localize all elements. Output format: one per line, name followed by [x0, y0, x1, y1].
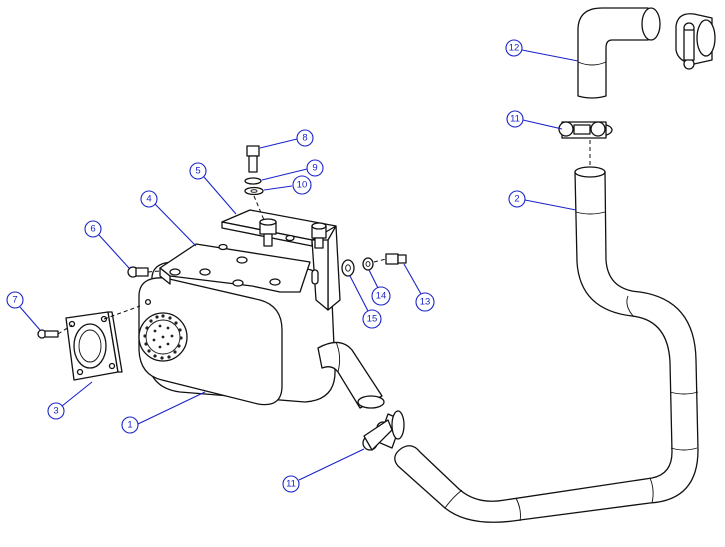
svg-text:4: 4: [146, 194, 151, 205]
svg-text:9: 9: [312, 163, 317, 174]
svg-text:6: 6: [90, 224, 95, 235]
part-flange-screw: [37, 329, 59, 339]
callout-3: 3: [47, 381, 93, 420]
part-bracket-plate: [159, 243, 311, 293]
part-washer: [341, 259, 355, 277]
callout-11-top: 11: [506, 110, 563, 130]
callout-8: 8: [259, 129, 314, 149]
callout-9: 9: [261, 159, 324, 181]
svg-text:13: 13: [420, 297, 431, 308]
bolt-stud-right: [311, 222, 327, 249]
part-tail-pipe: [394, 166, 699, 523]
svg-text:15: 15: [367, 314, 378, 325]
svg-text:7: 7: [12, 295, 17, 306]
alignment-line: [57, 324, 73, 335]
part-upper-bracket: [221, 209, 341, 311]
alignment-line: [103, 305, 141, 320]
part-bolt: [246, 145, 260, 173]
svg-text:3: 3: [53, 406, 58, 417]
alignment-line: [373, 258, 387, 263]
callout-12: 12: [505, 39, 579, 62]
callout-7: 7: [6, 291, 41, 331]
callout-6: 6: [84, 220, 130, 269]
callout-13: 13: [403, 263, 435, 312]
part-outlet-elbow: [317, 341, 385, 409]
callout-4: 4: [140, 190, 197, 247]
svg-text:14: 14: [376, 291, 387, 302]
part-flange: [65, 311, 123, 381]
callout-14: 14: [368, 269, 391, 306]
svg-text:8: 8: [302, 133, 307, 144]
callout-11-bottom: 11: [282, 448, 365, 493]
alignment-line: [147, 270, 161, 273]
part-screw: [127, 266, 149, 278]
part-clamp-detached: [675, 13, 716, 70]
callout-5: 5: [189, 162, 237, 215]
svg-text:2: 2: [514, 194, 519, 205]
callouts: 1 2 3 4 5 6 7: [6, 39, 579, 493]
callout-1: 1: [121, 391, 206, 434]
vent-grille: [143, 314, 183, 360]
part-muffler: [138, 261, 336, 406]
part-clamp-top: [558, 121, 613, 139]
callout-2: 2: [508, 190, 577, 211]
part-clamp-lower: [362, 410, 405, 451]
svg-text:10: 10: [297, 180, 308, 191]
callout-10: 10: [263, 175, 312, 195]
svg-text:11: 11: [286, 479, 296, 490]
part-elbow-pipe: [577, 7, 661, 99]
part-flat-washer: [244, 186, 264, 196]
part-lock-washer: [244, 177, 262, 185]
part-nut: [362, 257, 374, 271]
svg-text:5: 5: [195, 166, 200, 177]
alignment-line: [253, 195, 265, 221]
svg-text:11: 11: [510, 114, 520, 125]
svg-text:12: 12: [509, 43, 520, 54]
part-side-bolt: [385, 253, 407, 265]
callout-15: 15: [349, 275, 382, 329]
svg-text:1: 1: [127, 420, 132, 431]
bolt-stud-left: [259, 218, 277, 247]
